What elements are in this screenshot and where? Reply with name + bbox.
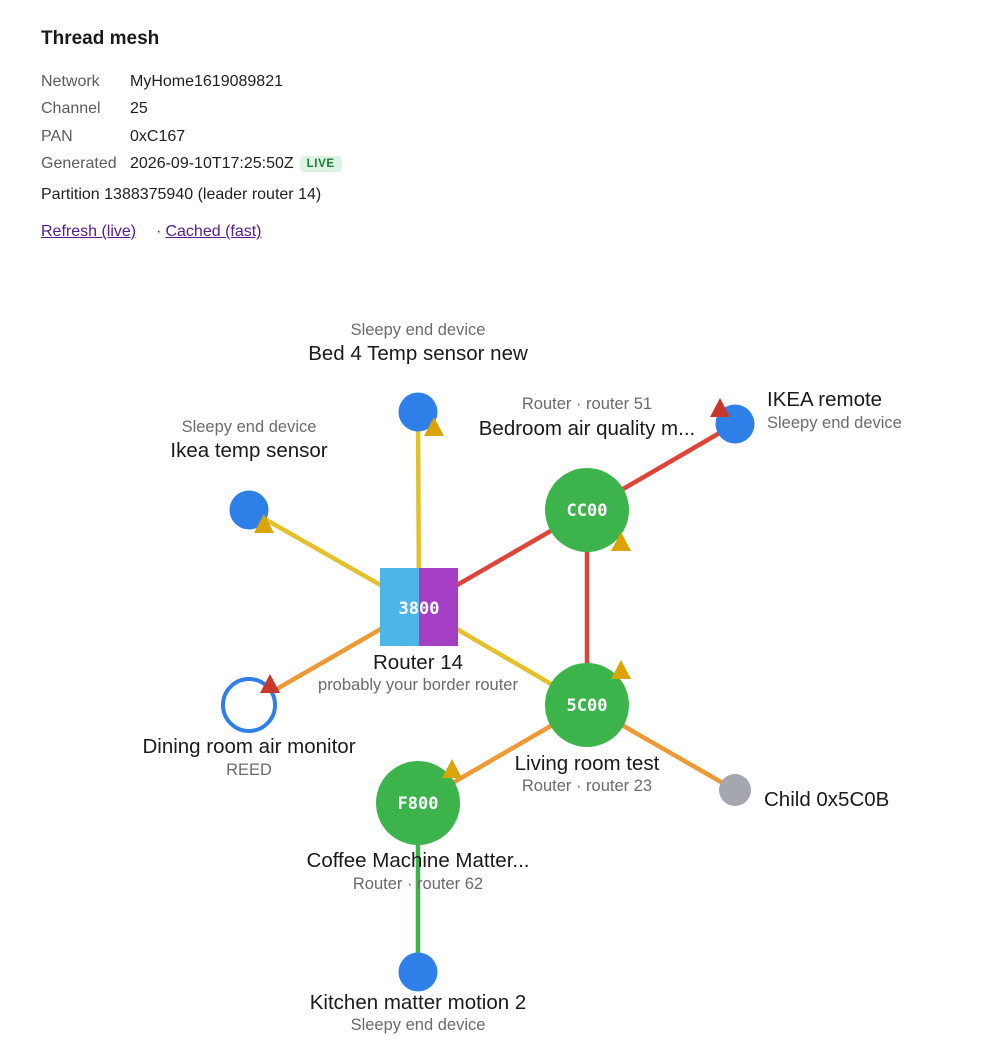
channel-value: 25 (130, 100, 148, 118)
links-row: Refresh (live) ·Cached (fast) (41, 223, 342, 241)
warning-triangle-icon (611, 660, 631, 679)
node-router-f800[interactable]: F800 (376, 761, 460, 845)
live-badge: LIVE (299, 156, 342, 173)
network-value: MyHome1619089821 (130, 72, 283, 90)
border-router-left-half (380, 568, 419, 646)
label-living-room-test: Living room test (515, 752, 660, 775)
meta-row-channel: Channel 25 (41, 96, 342, 124)
node-kitchen-motion[interactable] (398, 952, 438, 992)
warning-triangle-icon (260, 674, 280, 693)
sub-bedroom-air-quality: Router · router 51 (522, 395, 652, 413)
node-id-f800: F800 (398, 794, 439, 814)
sub-kitchen-motion: Sleepy end device (351, 1016, 486, 1034)
node-id-cc00: CC00 (567, 501, 608, 521)
label-child-5c0b: Child 0x5C0B (764, 788, 889, 811)
meta-key: Channel (41, 100, 101, 118)
meta-key: PAN (41, 127, 73, 145)
refresh-live-link[interactable]: Refresh (live) (41, 223, 137, 240)
label-router-14: Router 14 (373, 651, 463, 674)
label-ikea-temp: Ikea temp sensor (170, 439, 327, 462)
node-id-3800: 3800 (399, 599, 440, 619)
pan-value: 0xC167 (130, 127, 186, 145)
generated-value: 2026-09-10T17:25:50Z (130, 155, 294, 173)
meta-key: Network (41, 72, 100, 90)
border-router-right-half (419, 568, 458, 646)
sub-dining-air-monitor: REED (226, 761, 272, 779)
router-circle (376, 761, 460, 845)
sub-ikea-remote: Sleepy end device (767, 414, 902, 432)
meta-row-generated: Generated 2026-09-10T17:25:50Z LIVE (41, 151, 342, 179)
label-dining-air-monitor: Dining room air monitor (142, 735, 355, 758)
sub-living-room-test: Router · router 23 (522, 777, 652, 795)
node-border-router[interactable]: 3800 (380, 568, 458, 646)
sub-bed4-temp: Sleepy end device (351, 321, 486, 339)
partition-text: Partition 1388375940 (leader router 14) (41, 186, 322, 203)
meta-key: Generated (41, 155, 117, 173)
cached-fast-link[interactable]: Cached (fast) (165, 223, 262, 240)
link-separator: · (156, 223, 162, 240)
sub-router-14: probably your border router (318, 676, 518, 694)
node-router-5c00[interactable]: 5C00 (545, 663, 629, 747)
warning-triangle-icon (442, 759, 462, 778)
meta-row-network: Network MyHome1619089821 (41, 68, 342, 96)
warning-triangle-icon (254, 514, 274, 533)
node-bed4-temp-sensor[interactable] (398, 392, 438, 432)
warning-triangle-icon (424, 417, 444, 436)
label-ikea-remote: IKEA remote (767, 388, 882, 411)
meta-row-pan: PAN 0xC167 (41, 123, 342, 151)
page-title: Thread mesh (41, 28, 160, 49)
node-ikea-temp-sensor[interactable] (229, 490, 269, 530)
label-bedroom-air-quality: Bedroom air quality m... (479, 417, 695, 440)
sub-ikea-temp: Sleepy end device (182, 418, 317, 436)
warning-triangle-icon (611, 532, 631, 551)
label-coffee-machine: Coffee Machine Matter... (307, 849, 530, 872)
header: Thread mesh Network MyHome1619089821 Cha… (41, 28, 342, 241)
node-id-5c00: 5C00 (567, 696, 608, 716)
sub-coffee-machine: Router · router 62 (353, 875, 483, 893)
warning-triangle-icon (710, 398, 730, 417)
node-router-cc00[interactable]: CC00 (545, 468, 629, 552)
node-child-5c0b[interactable] (719, 774, 751, 806)
router-circle (545, 468, 629, 552)
label-bed4-temp: Bed 4 Temp sensor new (308, 342, 528, 365)
label-kitchen-motion: Kitchen matter motion 2 (310, 991, 527, 1014)
router-circle (545, 663, 629, 747)
